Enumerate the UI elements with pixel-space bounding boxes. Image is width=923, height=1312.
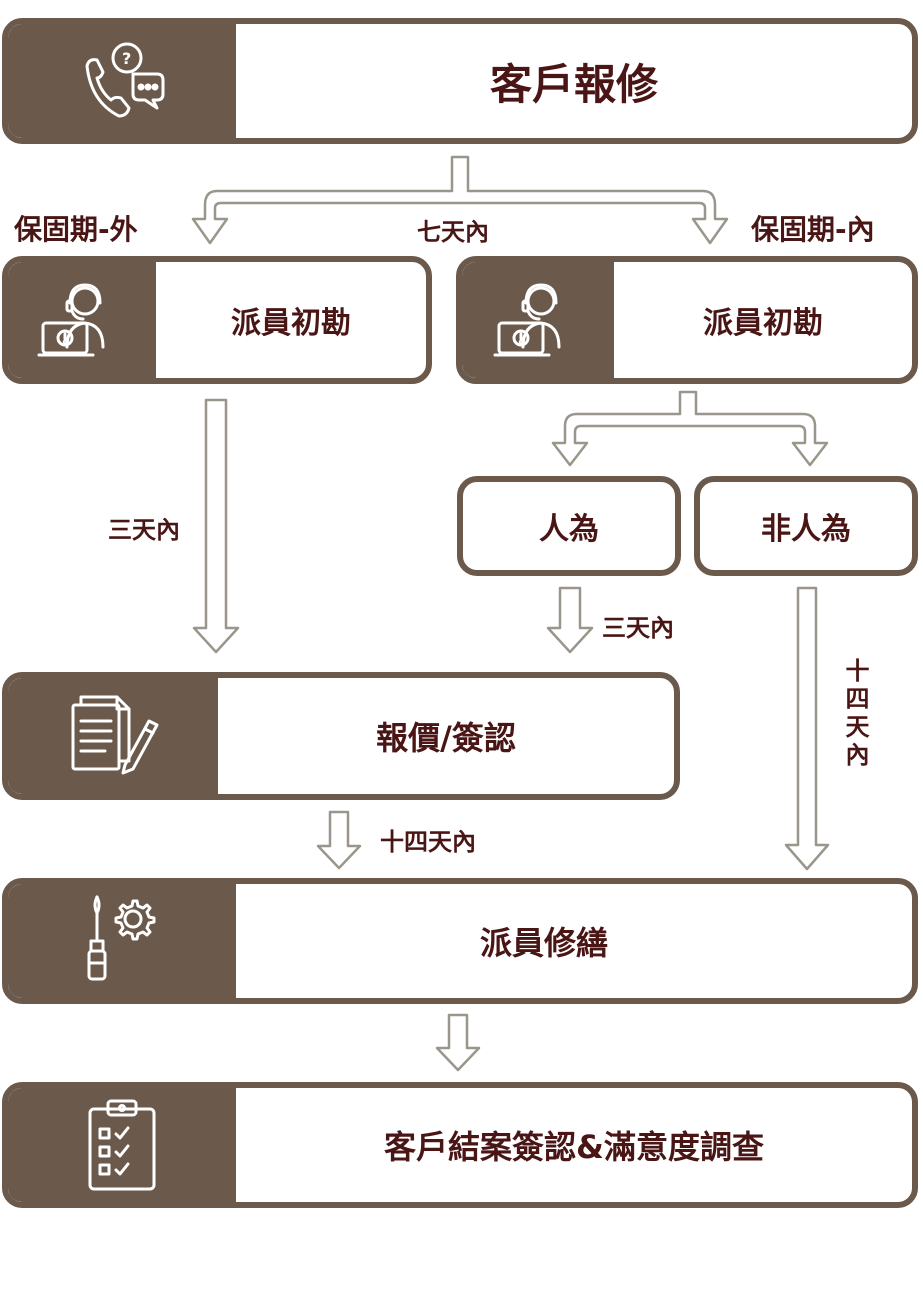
warranty-out-label: 保固期-外 bbox=[14, 213, 138, 246]
phone-chat-icon: ? bbox=[85, 42, 165, 118]
document-pen-icon bbox=[71, 695, 159, 775]
fork-arrow-top bbox=[191, 155, 729, 245]
arrow-human-to-quote bbox=[546, 586, 594, 654]
node-close-survey: 客戶結案簽認&滿意度調查 bbox=[2, 1082, 918, 1208]
seven-days-label: 七天內 bbox=[417, 218, 489, 246]
fourteen-days-vertical-label: 十四天內 bbox=[841, 658, 869, 770]
node-human-caused-label: 人為 bbox=[539, 512, 599, 547]
arrow-left-to-quote bbox=[192, 398, 240, 654]
fork-arrow-middle bbox=[551, 390, 829, 467]
node-inspection-left: 派員初勘 bbox=[2, 256, 432, 384]
node-inspection-left-label: 派員初勘 bbox=[231, 306, 351, 341]
three-days-right-label: 三天內 bbox=[602, 614, 674, 642]
node-inspection-right-label: 派員初勘 bbox=[703, 306, 823, 341]
node-repair: 派員修繕 bbox=[2, 878, 918, 1004]
screwdriver-gear-icon bbox=[87, 895, 156, 981]
agent-headset-icon bbox=[493, 283, 561, 357]
warranty-in-label: 保固期-內 bbox=[751, 213, 875, 246]
svg-text:?: ? bbox=[122, 49, 131, 68]
arrow-quote-to-repair bbox=[316, 810, 362, 870]
node-non-human-caused-label: 非人為 bbox=[761, 512, 851, 547]
node-customer-report: ? 客戶報修 bbox=[2, 18, 918, 144]
node-repair-label: 派員修繕 bbox=[480, 924, 609, 962]
arrow-nonhuman-to-repair bbox=[784, 586, 830, 871]
arrow-repair-to-close bbox=[435, 1013, 481, 1072]
agent-headset-icon bbox=[37, 283, 105, 357]
node-quote-sign: 報價/簽認 bbox=[2, 672, 680, 800]
node-inspection-right: 派員初勘 bbox=[456, 256, 918, 384]
three-days-left-label: 三天內 bbox=[108, 516, 180, 544]
node-non-human-caused: 非人為 bbox=[694, 476, 918, 576]
node-close-survey-label: 客戶結案簽認&滿意度調查 bbox=[384, 1128, 764, 1166]
clipboard-checklist-icon bbox=[88, 1099, 156, 1191]
node-customer-report-label: 客戶報修 bbox=[489, 59, 658, 109]
fourteen-days-mid-label: 十四天內 bbox=[380, 828, 476, 856]
node-human-caused: 人為 bbox=[457, 476, 681, 576]
node-quote-sign-label: 報價/簽認 bbox=[376, 719, 516, 757]
